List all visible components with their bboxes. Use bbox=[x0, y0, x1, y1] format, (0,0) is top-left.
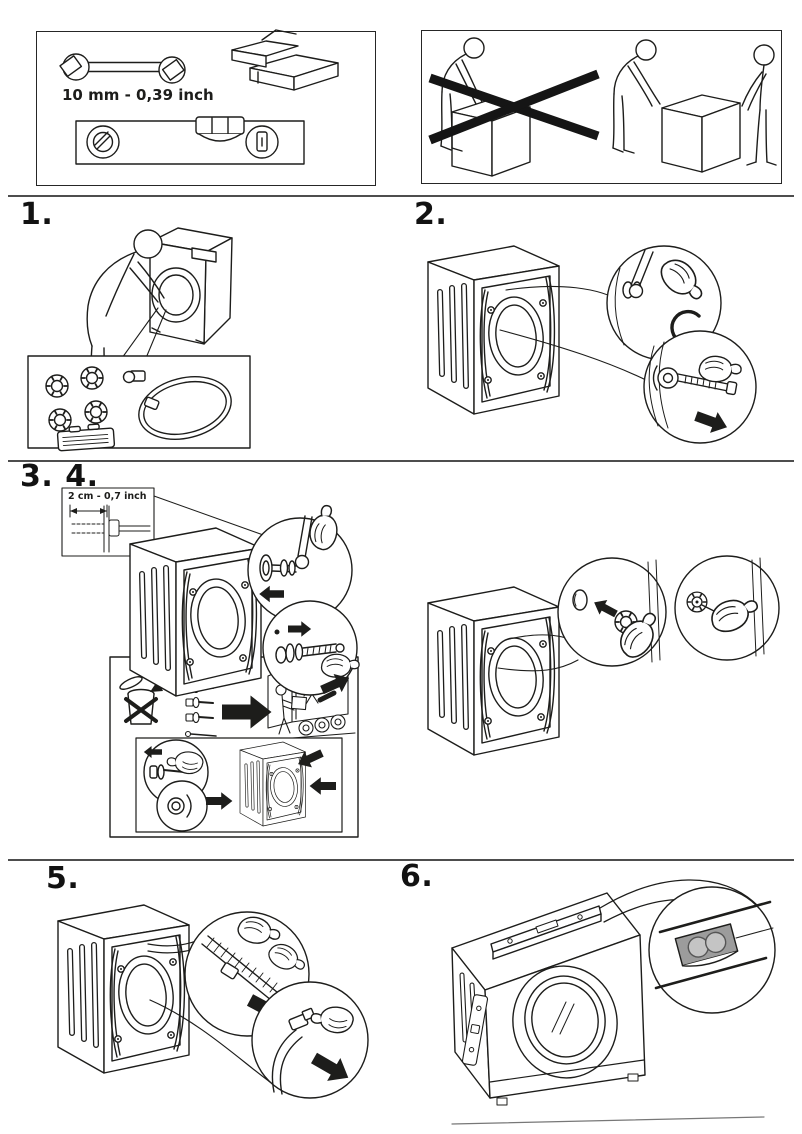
no-trash-icon bbox=[119, 676, 158, 725]
two-person-lift-icon bbox=[612, 39, 777, 173]
wall-gap-label: 2 cm - 0,7 inch bbox=[68, 491, 147, 502]
step6-illustration bbox=[451, 879, 776, 1125]
step4-illustration bbox=[428, 555, 780, 755]
ground-line bbox=[451, 1116, 765, 1125]
toolbox-icon bbox=[231, 29, 339, 91]
refit-bolts-box bbox=[135, 737, 343, 833]
pull-bolt-detail bbox=[643, 330, 757, 444]
step-3-4-numbers: 3. 4. bbox=[20, 462, 99, 492]
parts-tray-icon bbox=[56, 423, 116, 452]
wrench-size-label: 10 mm - 0,39 inch bbox=[62, 86, 214, 104]
lifting-illustration bbox=[428, 37, 777, 177]
mounting-bracket-icon bbox=[461, 994, 489, 1066]
step-5-number: 5. bbox=[46, 861, 80, 896]
section-divider-2 bbox=[8, 460, 794, 462]
spirit-level-on-top-icon bbox=[490, 905, 602, 960]
step-6-number: 6. bbox=[400, 859, 434, 894]
accessories-box bbox=[27, 355, 251, 452]
step-2-number: 2. bbox=[414, 197, 448, 232]
tools-illustration bbox=[59, 29, 339, 165]
release-inlet-hose-detail bbox=[251, 981, 369, 1099]
step2-illustration bbox=[428, 246, 757, 444]
cap-seated-detail bbox=[674, 555, 780, 661]
insert-cap-detail bbox=[557, 557, 669, 667]
wrench-icon bbox=[59, 53, 186, 84]
spirit-level-icon bbox=[75, 116, 305, 165]
section-divider-3 bbox=[8, 859, 794, 861]
one-person-lift-crossed-out-icon bbox=[428, 37, 600, 177]
step-4-number: 4. bbox=[65, 459, 99, 494]
step3-illustration bbox=[61, 487, 361, 838]
section-divider-1 bbox=[8, 195, 794, 197]
level-bubble-magnifier bbox=[648, 886, 776, 1014]
step-3-number: 3. bbox=[20, 459, 54, 494]
inlet-hose-icon bbox=[122, 370, 232, 440]
step1-illustration bbox=[27, 227, 251, 452]
removed-bolt-detail bbox=[262, 600, 361, 703]
step-1-number: 1. bbox=[20, 197, 54, 232]
step5-illustration bbox=[58, 905, 369, 1099]
